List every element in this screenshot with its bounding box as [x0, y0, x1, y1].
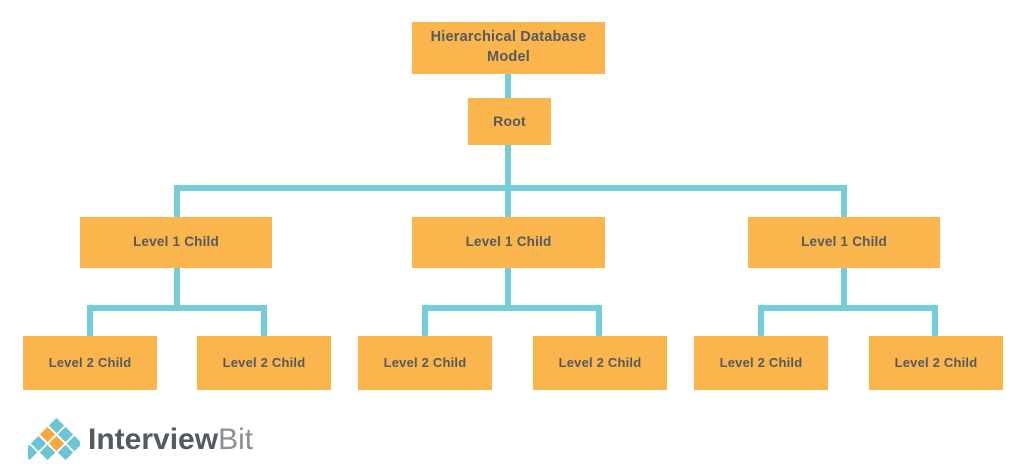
connector-bus-to-l2-2 [261, 305, 267, 338]
connector-bus-to-l1-right [841, 185, 847, 219]
node-level2-5: Level 2 Child [694, 336, 828, 390]
connector-bus-to-l2-5 [758, 305, 764, 338]
interviewbit-logo: InterviewBit [28, 416, 253, 464]
connector-title-to-root [505, 74, 511, 100]
node-level1-3: Level 1 Child [748, 217, 940, 268]
connector-l1-right-drop [841, 268, 847, 311]
connector-bus-level2-middle [422, 305, 602, 311]
logo-wordmark-light: Bit [218, 423, 254, 456]
node-level2-2: Level 2 Child [197, 336, 331, 390]
logo-wordmark-strong: Interview [88, 423, 219, 456]
connector-bus-to-l1-left [174, 185, 180, 219]
node-title: Hierarchical Database Model [412, 22, 605, 74]
connector-l1-left-drop [174, 268, 180, 311]
interviewbit-diamond-logo-icon [28, 418, 80, 462]
node-root: Root [468, 98, 551, 145]
node-level2-1: Level 2 Child [23, 336, 157, 390]
node-level2-6: Level 2 Child [869, 336, 1003, 390]
connector-bus-to-l2-1 [87, 305, 93, 338]
node-level1-1: Level 1 Child [80, 217, 272, 268]
connector-bus-to-l2-4 [596, 305, 602, 338]
connector-root-to-bus [505, 144, 511, 188]
connector-bus-to-l1-middle [505, 185, 511, 219]
connector-l1-middle-drop [505, 268, 511, 311]
connector-bus-level2-right [758, 305, 938, 311]
node-level2-3: Level 2 Child [358, 336, 492, 390]
node-level2-4: Level 2 Child [533, 336, 667, 390]
node-level1-2: Level 1 Child [412, 217, 605, 268]
logo-wordmark: InterviewBit [88, 425, 253, 455]
connector-bus-to-l2-6 [932, 305, 938, 338]
connector-bus-to-l2-3 [422, 305, 428, 338]
connector-bus-level2-left [87, 305, 267, 311]
